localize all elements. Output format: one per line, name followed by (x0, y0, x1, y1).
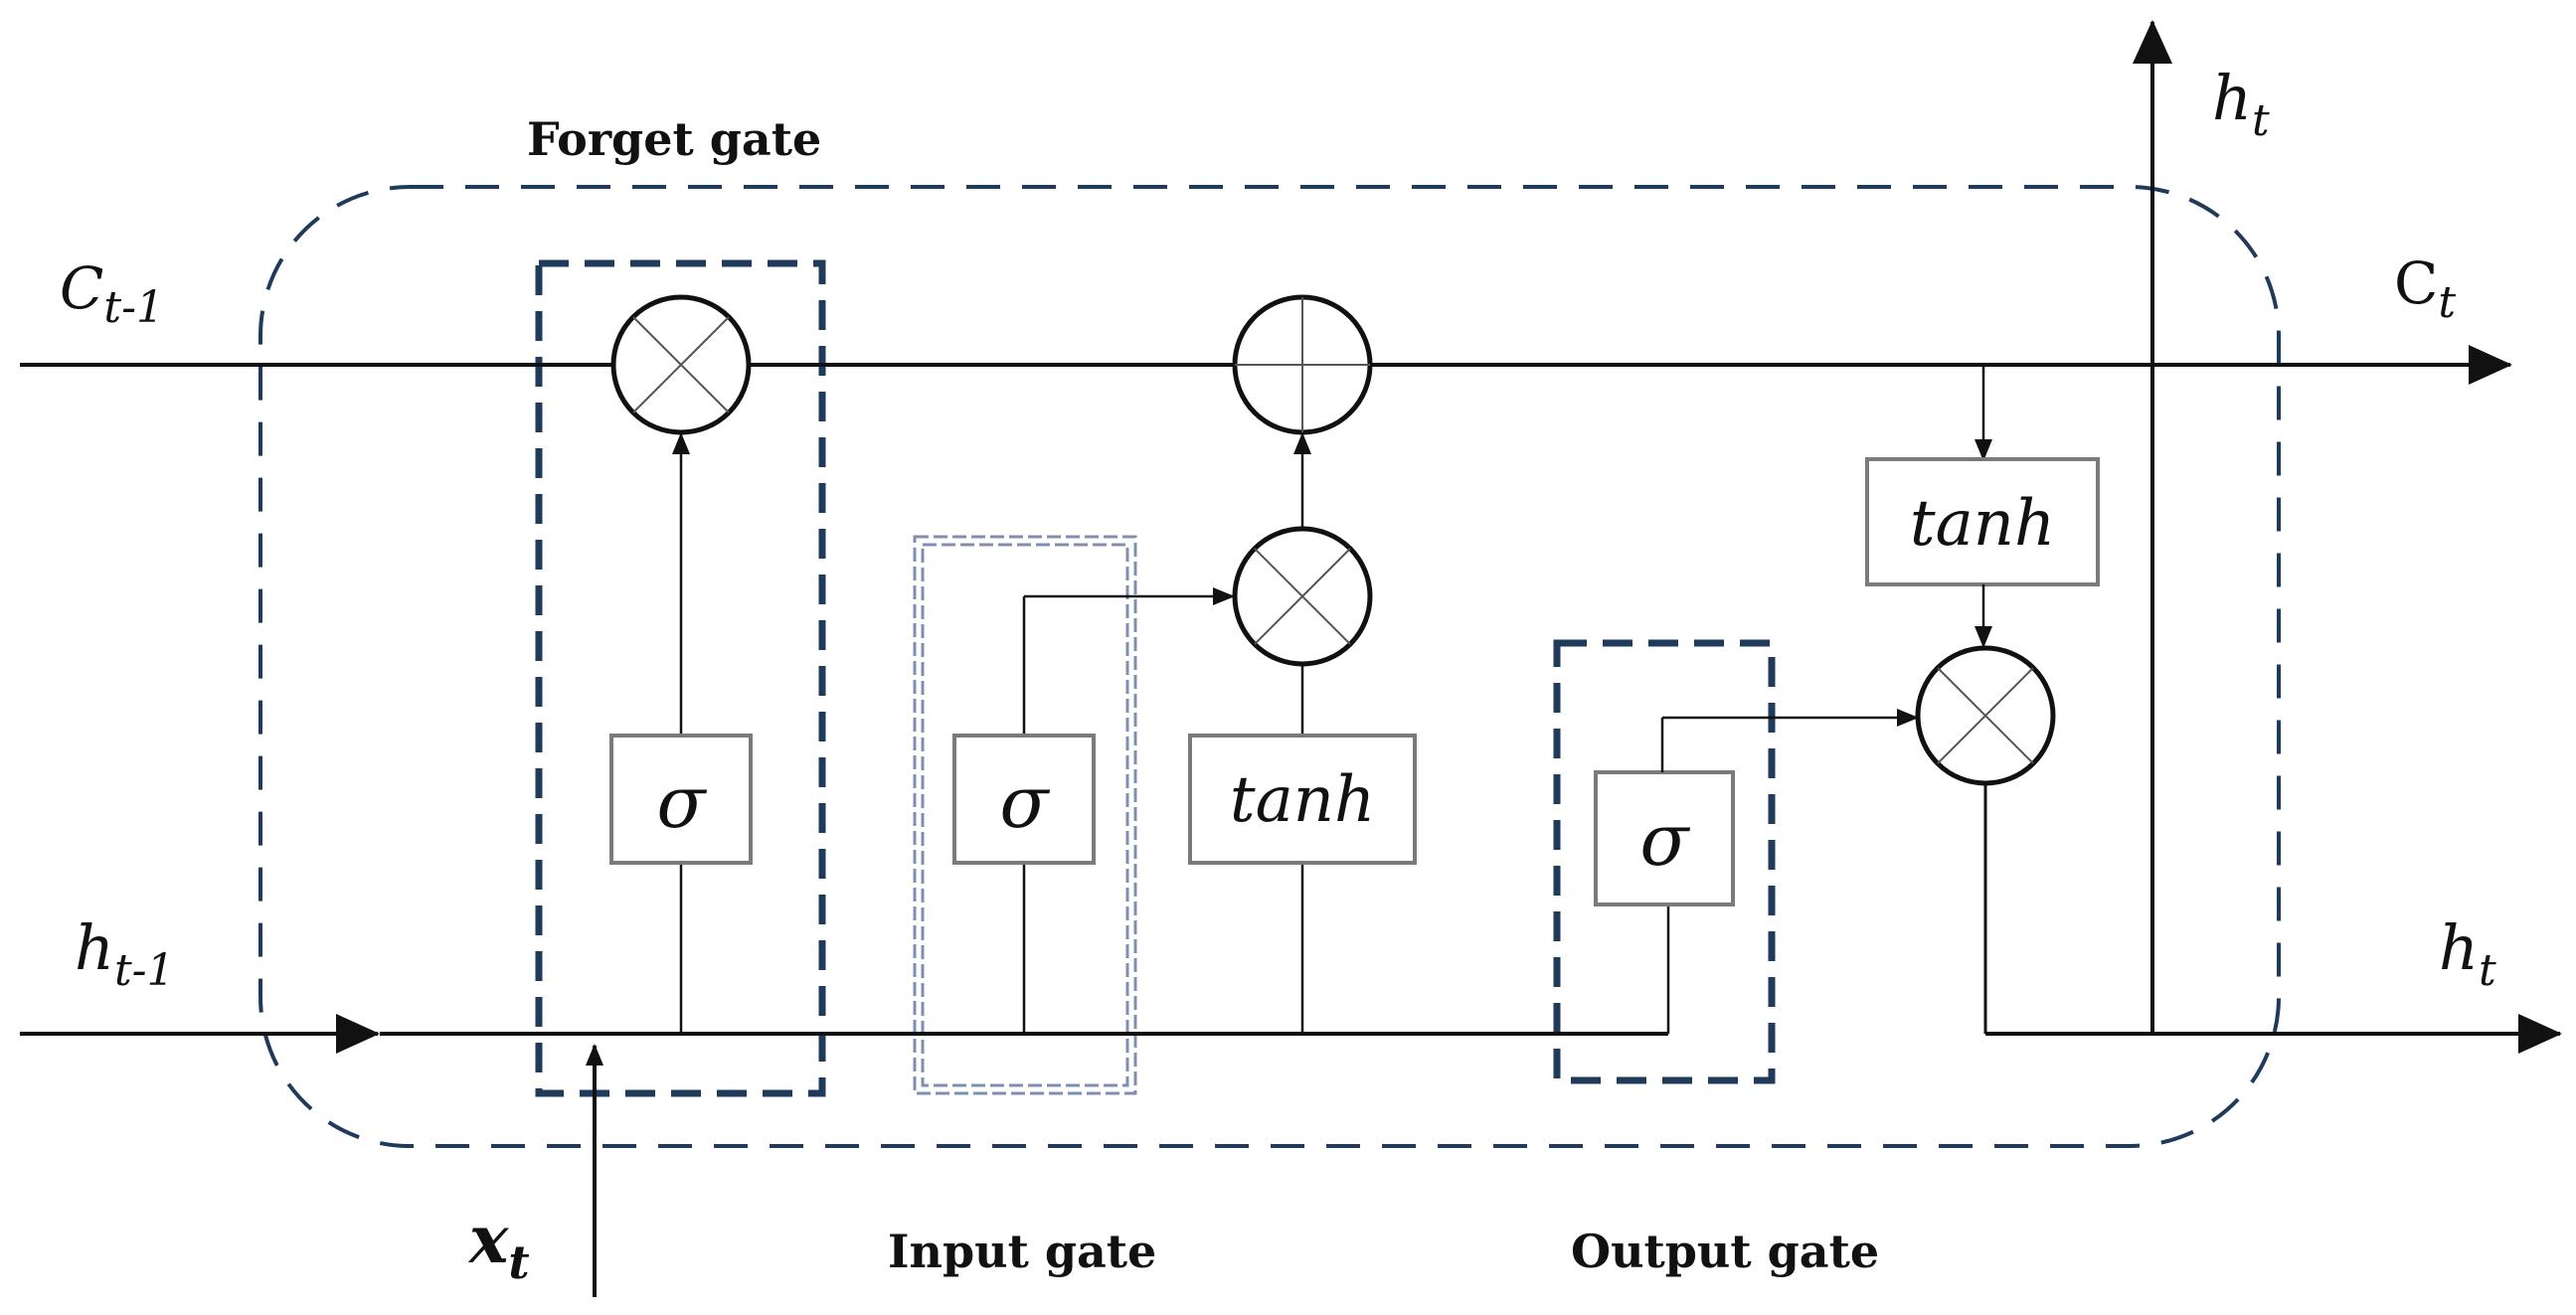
x-input-label: xt (467, 1201, 530, 1289)
forget-gate-label: Forget gate (527, 112, 821, 166)
forget-sigma-label: σ (656, 760, 707, 844)
h-prev-label: ht-1 (75, 911, 174, 996)
input-multiply-x2 (1254, 548, 1351, 645)
output-gate-frame (1553, 639, 1776, 1084)
input-sigma-label: σ (999, 760, 1050, 844)
output-gate-label: Output gate (1571, 1225, 1879, 1278)
input-gate-frame-inner (921, 543, 1129, 1087)
h-out-right-label: ht (2439, 911, 2496, 996)
input-gate-frame (913, 535, 1137, 1095)
output-multiply-x2 (1937, 667, 2034, 764)
input-gate-label: Input gate (888, 1225, 1156, 1278)
c-prev-label: Ct-1 (60, 254, 164, 333)
c-out-label: Ct (2394, 249, 2456, 328)
input-sigma-box (952, 734, 1096, 865)
output-sigma-box (1594, 770, 1735, 906)
input-tanh-box (1188, 734, 1417, 865)
output-sigma-label: σ (1639, 798, 1690, 882)
cell-tanh-label: tanh (1910, 487, 2055, 561)
forget-multiply-x2 (632, 316, 730, 413)
h-out-top-label: ht (2212, 62, 2270, 146)
cell-boundary (258, 185, 2281, 1148)
forget-sigma-box (609, 734, 753, 865)
input-tanh-label: tanh (1230, 763, 1375, 837)
forget-gate-frame (535, 259, 826, 1097)
